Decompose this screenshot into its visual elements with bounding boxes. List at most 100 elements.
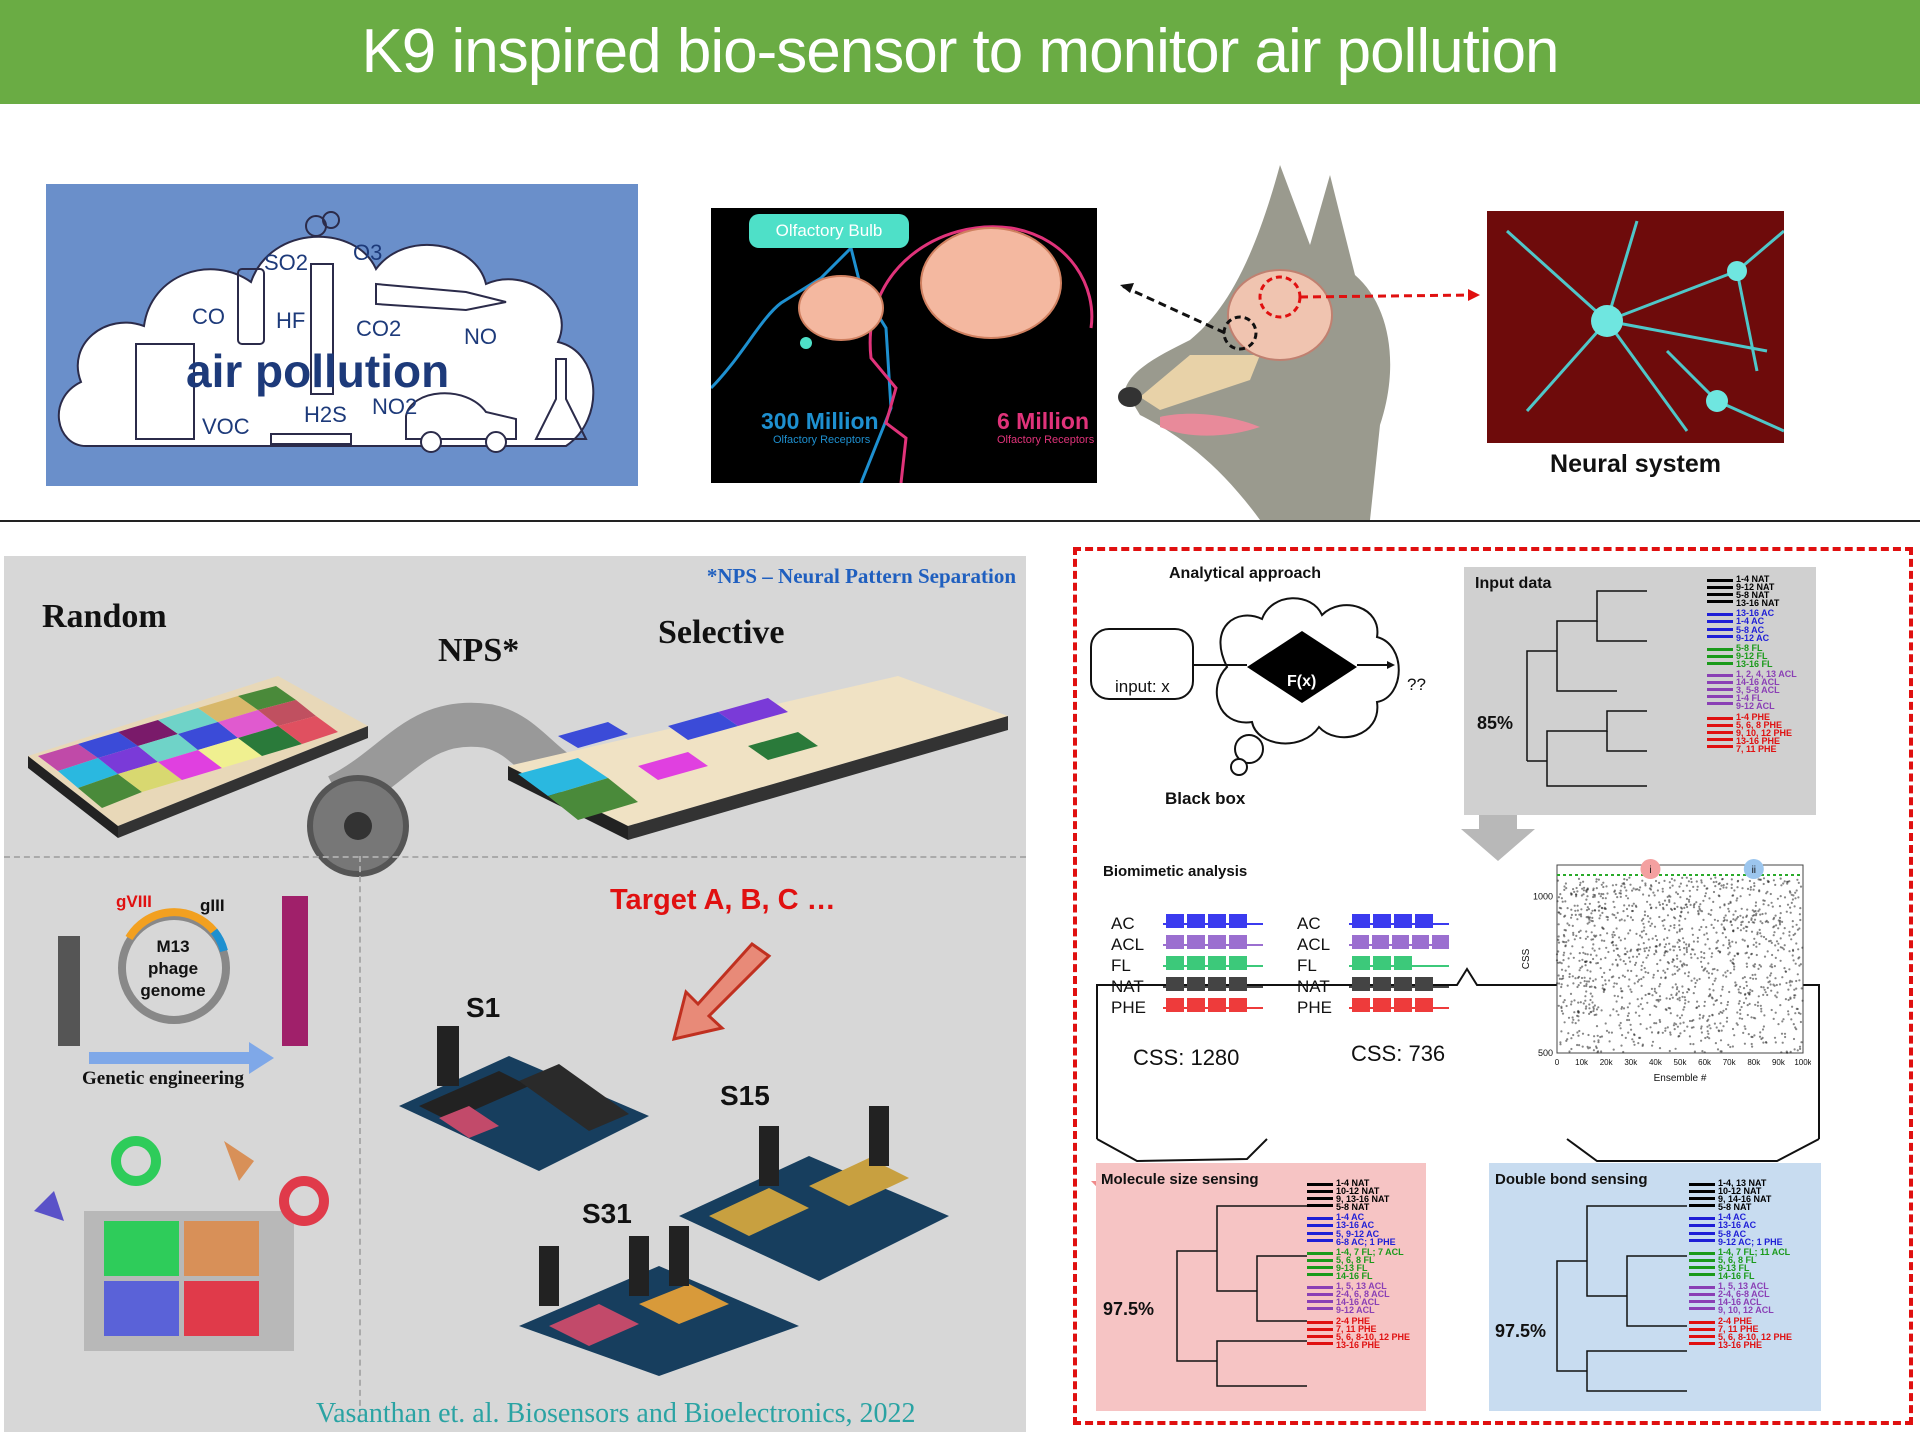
air-pollution-cloud <box>57 211 595 453</box>
legend-label: 1-4 AC <box>1336 1212 1365 1223</box>
scatter-point <box>1683 996 1686 999</box>
scatter-point <box>1683 941 1686 944</box>
legend-label: 1, 5, 13 ACL <box>1336 1281 1387 1292</box>
scatter-point <box>1589 992 1592 995</box>
scatter-point <box>1672 949 1675 952</box>
scatter-point <box>1687 911 1690 914</box>
scatter-point <box>1600 883 1603 886</box>
scatter-point <box>1799 918 1802 922</box>
scatter-point <box>1769 939 1772 942</box>
scatter-point <box>1689 953 1692 956</box>
black-box-label: Black box <box>1165 789 1246 808</box>
scatter-point <box>1623 953 1626 956</box>
scatter-point <box>1789 997 1792 1000</box>
scatter-point <box>1648 992 1651 995</box>
scatter-point <box>1593 1004 1596 1007</box>
scatter-point <box>1760 935 1763 938</box>
scatter-point <box>1761 1036 1764 1039</box>
scatter-point <box>1776 991 1779 994</box>
scatter-point <box>1759 965 1763 968</box>
legend-label: 2-4, 6-8 ACL <box>1718 1289 1770 1300</box>
double-bond-heading: Double bond sensing <box>1495 1171 1648 1188</box>
scatter-point <box>1577 1034 1580 1037</box>
scatter-point <box>1668 942 1671 945</box>
scatter-point <box>1587 1047 1590 1050</box>
scatter-point <box>1629 916 1633 919</box>
scatter-point <box>1728 990 1731 994</box>
scatter-point <box>1557 1004 1560 1007</box>
scatter-point <box>1700 881 1703 884</box>
scatter-point <box>1673 926 1676 929</box>
scatter-point <box>1733 968 1736 971</box>
scatter-point <box>1704 895 1707 898</box>
scatter-point <box>1763 988 1766 991</box>
scatter-point <box>1640 968 1643 971</box>
legend-label: 1-4, 7 FL; 7 ACL <box>1336 1246 1404 1257</box>
scatter-point <box>1766 976 1769 979</box>
scatter-point <box>1673 945 1676 948</box>
scatter-point <box>1570 1047 1573 1051</box>
scatter-point <box>1674 1047 1677 1050</box>
scatter-point <box>1659 998 1662 1001</box>
scatter-point <box>1597 1039 1600 1042</box>
scatter-point <box>1655 938 1659 942</box>
scatter-point <box>1560 977 1563 981</box>
scatter-point <box>1653 1022 1656 1025</box>
scatter-point <box>1792 949 1795 952</box>
scatter-point <box>1673 965 1676 968</box>
scatter-point <box>1741 887 1744 890</box>
scatter-point <box>1622 910 1625 913</box>
scatter-point <box>1655 945 1658 948</box>
scatter-point <box>1629 1023 1632 1026</box>
molecule-size-box <box>1096 1163 1426 1411</box>
scatter-point <box>1796 973 1799 976</box>
scatter-point <box>1743 939 1746 942</box>
scatter-point <box>1633 982 1636 985</box>
scatter-point <box>1709 1027 1712 1030</box>
legend-label: 1-4, 13 NAT <box>1718 1178 1767 1188</box>
scatter-point <box>1683 953 1686 956</box>
scatter-point <box>1734 919 1737 922</box>
scatter-point <box>1710 909 1713 912</box>
scatter-point <box>1584 999 1587 1002</box>
scatter-point <box>1582 1002 1585 1005</box>
scatter-point <box>1690 880 1693 884</box>
scatter-point <box>1622 1007 1626 1010</box>
scatter-point <box>1721 988 1724 991</box>
scatter-point <box>1661 1031 1664 1034</box>
scatter-point <box>1563 885 1566 888</box>
scatter-point <box>1589 977 1592 980</box>
scatter-point <box>1732 894 1735 897</box>
scatter-point <box>1653 987 1656 990</box>
scatter-point <box>1619 987 1622 990</box>
scatter-point <box>1573 890 1576 893</box>
array-row-label: ACL <box>1111 934 1145 954</box>
scatter-point <box>1582 889 1585 892</box>
scatter-point <box>1696 936 1699 939</box>
scatter-point <box>1757 910 1760 913</box>
scatter-point <box>1556 982 1559 985</box>
scatter-point <box>1708 988 1711 991</box>
scatter-point <box>1712 881 1715 884</box>
scatter-point <box>1637 1005 1640 1008</box>
scatter-point <box>1698 1013 1701 1016</box>
x-axis-label: Ensemble # <box>1654 1073 1707 1084</box>
scatter-point <box>1632 1040 1635 1043</box>
scatter-point <box>1753 937 1756 940</box>
scatter-point <box>1585 960 1588 963</box>
scatter-point <box>1619 889 1622 892</box>
legend-bar <box>1707 647 1733 651</box>
scatter-point <box>1612 1048 1615 1051</box>
scatter-point <box>1680 963 1684 967</box>
scatter-point <box>1759 932 1762 935</box>
x-tick-label: 100k <box>1794 1058 1811 1067</box>
scatter-point <box>1663 927 1666 930</box>
scatter-point <box>1741 977 1744 980</box>
x-tick-label: 60k <box>1698 1058 1712 1067</box>
scatter-point <box>1691 933 1694 936</box>
x-tick-label: 70k <box>1723 1058 1737 1067</box>
scatter-point <box>1792 959 1795 962</box>
scatter-point <box>1737 1002 1740 1005</box>
scatter-point <box>1626 950 1629 953</box>
scatter-point <box>1600 1050 1603 1053</box>
